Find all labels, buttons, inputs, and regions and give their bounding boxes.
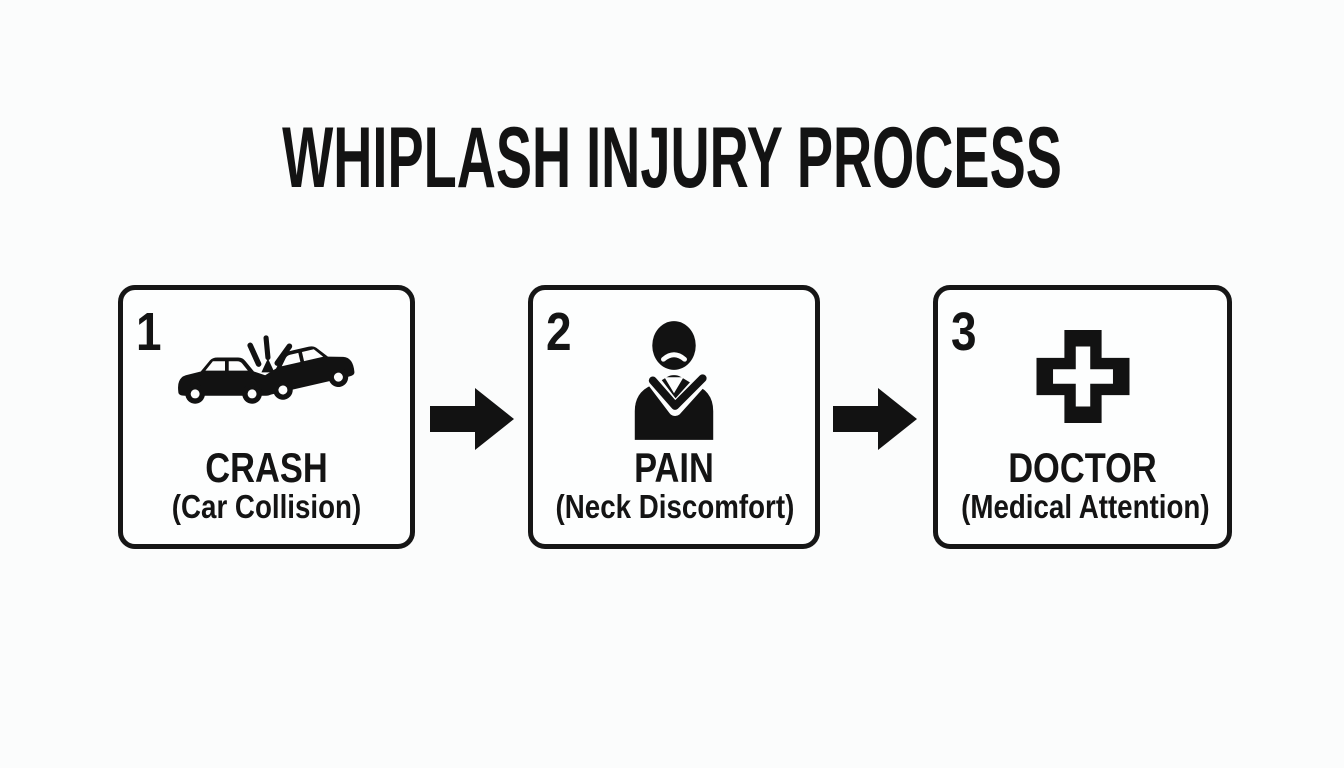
step-sublabel: (Neck Discomfort) xyxy=(555,488,795,525)
page-title: WHIPLASH INJURY PROCESS xyxy=(282,110,1062,206)
step-card-crash: 1 xyxy=(118,285,415,549)
left-car xyxy=(177,357,273,404)
person-neck-pain-icon xyxy=(621,320,727,442)
person-neck-pain-icon-svg xyxy=(634,321,714,440)
step-sublabel: (Car Collision) xyxy=(171,488,362,525)
step-label: CRASH xyxy=(205,444,328,491)
step-number: 1 xyxy=(136,302,162,362)
arrow-right-icon xyxy=(833,388,917,450)
medical-cross-icon xyxy=(1036,330,1129,423)
step-label: PAIN xyxy=(634,444,714,491)
medical-cross-icon-svg xyxy=(1036,330,1129,423)
impact-spark-icon xyxy=(246,335,292,373)
arrow-right-icon xyxy=(430,388,514,450)
step-number: 2 xyxy=(546,302,572,362)
right-car xyxy=(260,346,354,400)
car-crash-icon-svg xyxy=(177,335,354,404)
step-label: DOCTOR xyxy=(1008,444,1157,491)
car-crash-icon xyxy=(169,334,365,423)
step-card-pain: 2 PAIN (Neck Discomfort) xyxy=(528,285,820,549)
step-sublabel: (Medical Attention) xyxy=(961,488,1210,525)
step-card-doctor: 3 DOCTOR (Medical Attention) xyxy=(933,285,1232,549)
step-number: 3 xyxy=(951,302,977,362)
